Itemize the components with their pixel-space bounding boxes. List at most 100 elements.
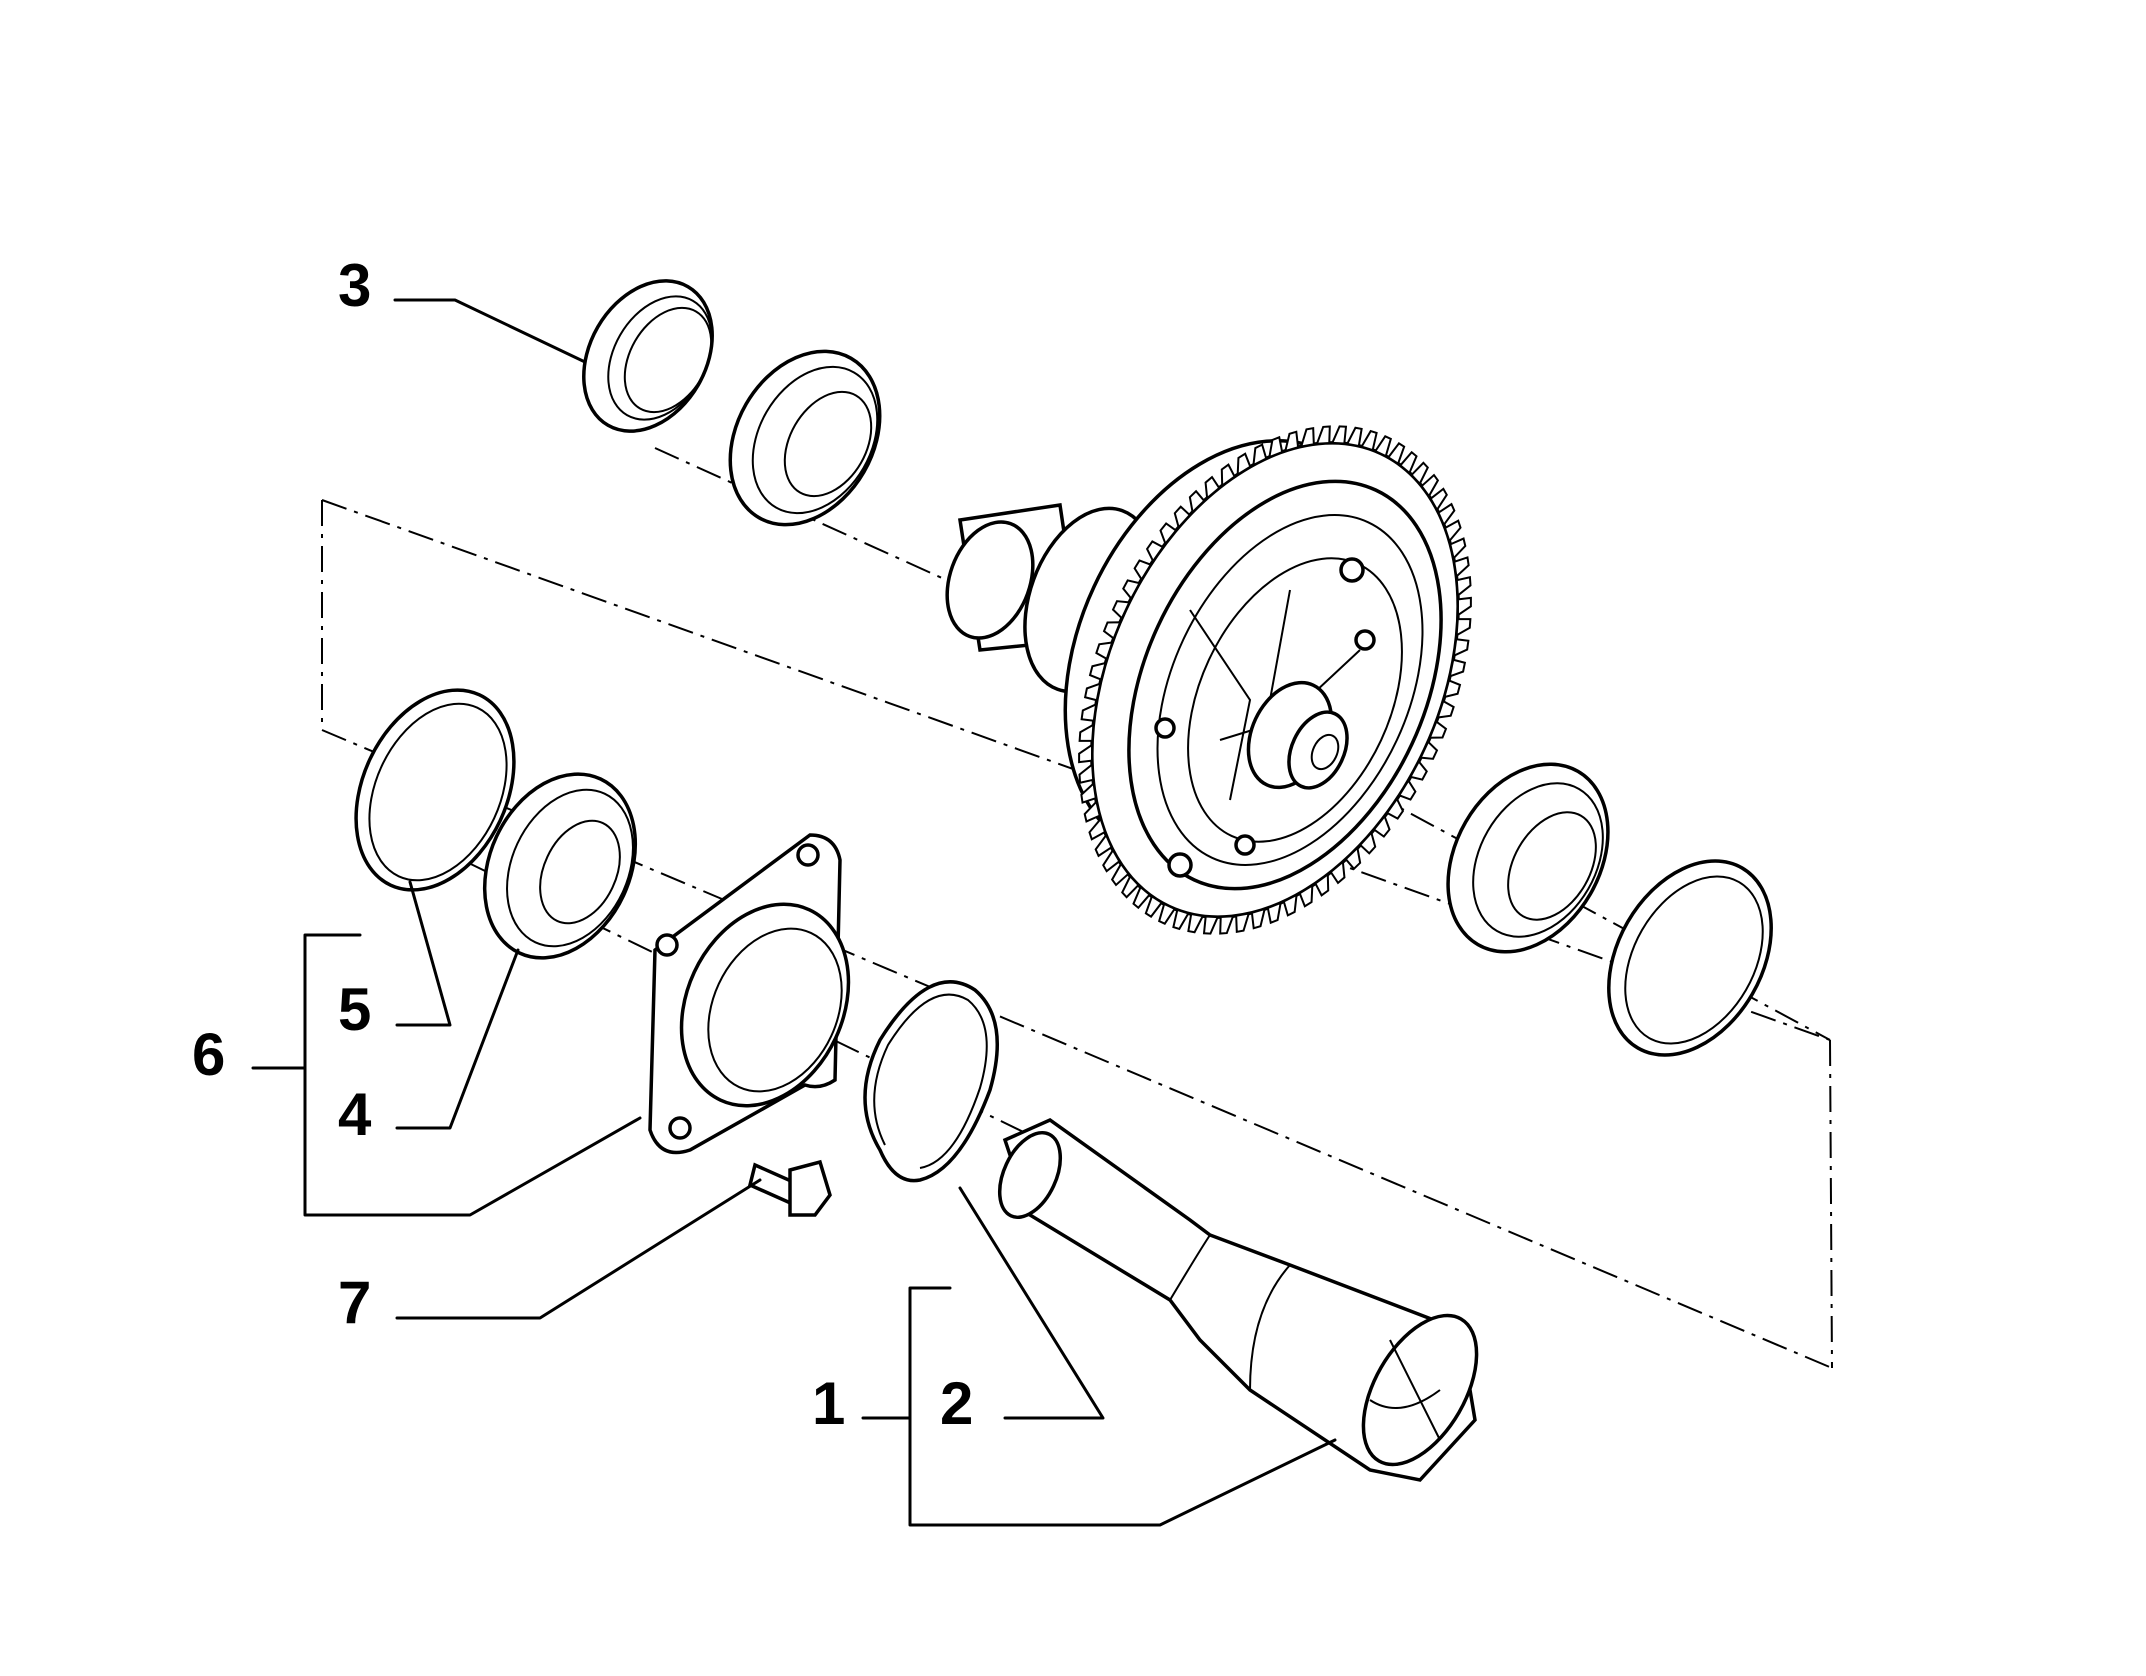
gear-tooth	[1282, 893, 1298, 917]
bracket-6	[303, 933, 642, 1217]
gear-tooth	[1132, 885, 1151, 910]
gear-tooth	[1202, 915, 1220, 935]
part-2-circlip	[863, 980, 1000, 1183]
gear-tooth	[1452, 638, 1470, 658]
gear-tooth	[1397, 778, 1417, 801]
gear-tooth	[1078, 723, 1095, 742]
gear-tooth	[1121, 874, 1140, 899]
gear-tooth	[1345, 426, 1363, 448]
gear-tooth	[1204, 475, 1221, 501]
gear-tooth	[1283, 430, 1300, 453]
part-3-seal	[582, 279, 714, 433]
gear-tooth	[1220, 463, 1236, 488]
gear-tooth	[1235, 912, 1251, 934]
gear-tooth	[1268, 435, 1284, 459]
gear-tooth	[1419, 740, 1439, 760]
right-shim-ring	[1607, 859, 1773, 1057]
callout-5: 5	[338, 976, 371, 1043]
callout-3: 3	[338, 252, 371, 319]
leader-lines	[251, 298, 1337, 1527]
leader-5	[395, 880, 452, 1027]
callout-2: 2	[940, 1370, 973, 1437]
gear-tooth	[1373, 435, 1393, 458]
callout-6: 6	[192, 1021, 225, 1088]
bracket-1	[908, 1416, 1337, 1527]
gear-tooth	[1314, 872, 1330, 897]
gear-tooth	[1410, 461, 1429, 486]
part-1-drive-shaft	[997, 1117, 1479, 1482]
differential-gear	[945, 425, 1472, 935]
gear-tooth	[1250, 907, 1267, 930]
gear-tooth	[1111, 600, 1131, 620]
gear-tooth	[1187, 912, 1205, 934]
callout-7: 7	[338, 1269, 371, 1336]
gear-tooth	[1188, 489, 1206, 515]
gear-tooth	[1080, 702, 1098, 722]
gear-tooth	[1409, 759, 1428, 781]
right-bearing	[1446, 762, 1610, 954]
gear-tooth	[1437, 502, 1456, 527]
gear-tooth	[1456, 596, 1472, 617]
gear-tooth	[1344, 845, 1362, 871]
gear-tooth	[1330, 425, 1348, 445]
gear-tooth	[1144, 894, 1164, 918]
gear-tooth	[1159, 522, 1178, 546]
gear-tooth	[1219, 915, 1235, 935]
gear-tooth	[1385, 796, 1405, 820]
gear-tooth	[1436, 699, 1455, 719]
leader-4	[395, 948, 520, 1130]
gear-tooth	[1449, 537, 1467, 561]
gear-tooth	[1088, 661, 1107, 681]
gear-tooth	[1173, 505, 1192, 530]
gear-tooth	[1083, 682, 1102, 702]
gear-tooth	[1358, 830, 1377, 855]
gear-tooth	[1083, 799, 1101, 823]
gear-tooth	[1455, 618, 1472, 637]
gear-tooth	[1252, 443, 1268, 467]
gear-tooth	[1236, 452, 1252, 477]
leader-3	[393, 298, 587, 364]
part-4-bearing	[482, 772, 638, 960]
gear-tooth	[1420, 473, 1440, 498]
gear-tooth	[1172, 908, 1190, 931]
gear-tooth	[1360, 429, 1378, 452]
gear-tooth	[1399, 450, 1418, 475]
gear-tooth	[1448, 658, 1467, 678]
gear-tooth	[1329, 859, 1346, 885]
gear-tooth	[1122, 579, 1141, 601]
gear-tooth	[1102, 848, 1121, 873]
gear-tooth	[1372, 814, 1391, 838]
gear-tooth	[1315, 425, 1331, 445]
gear-tooth	[1299, 426, 1315, 448]
gear-tooth	[1145, 540, 1165, 564]
gear-tooth	[1266, 901, 1282, 925]
callout-4: 4	[338, 1081, 372, 1148]
leader-1-top	[861, 1286, 952, 1420]
gear-tooth	[1102, 621, 1122, 640]
gear-tooth	[1133, 559, 1153, 582]
gear-tooth	[1453, 556, 1470, 579]
gear-tooth	[1443, 519, 1462, 544]
part-5-shim-ring	[354, 688, 516, 892]
part-7-bolt	[747, 1159, 832, 1217]
gear-tooth	[1078, 762, 1095, 784]
leader-2	[958, 1186, 1105, 1420]
gear-tooth	[1094, 833, 1113, 858]
gear-tooth	[1078, 743, 1094, 764]
gear-tooth	[1088, 816, 1107, 841]
gear-tooth	[1386, 442, 1406, 466]
gear-tooth	[1110, 862, 1130, 887]
gear-tooth	[1428, 720, 1448, 739]
gear-tooth	[1429, 487, 1448, 512]
upper-bearing	[728, 349, 882, 527]
flange-housing	[648, 833, 851, 1155]
gear-tooth	[1455, 576, 1472, 598]
gear-tooth	[1298, 883, 1314, 908]
leader-7	[395, 1178, 762, 1320]
gear-tooth	[1443, 679, 1462, 699]
gear-tooth	[1080, 781, 1097, 804]
gear-tooth	[1157, 902, 1177, 925]
callout-1: 1	[812, 1370, 845, 1437]
gear-tooth	[1095, 641, 1114, 661]
